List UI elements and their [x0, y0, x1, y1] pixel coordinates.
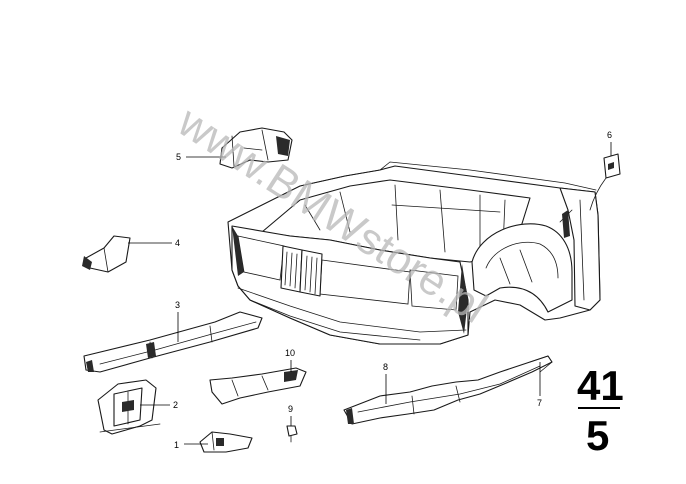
callout-10: 10 [285, 348, 295, 358]
leader-lines [128, 142, 612, 445]
callout-9: 9 [288, 404, 293, 414]
part-10-support-plate [209, 367, 307, 405]
callout-4: 4 [175, 238, 180, 248]
part-9-bolt [286, 425, 298, 443]
callout-7: 7 [537, 398, 542, 408]
group-number: 41 5 [577, 362, 624, 459]
part-7-side-member [529, 355, 553, 373]
part-1-small-bracket [199, 431, 253, 453]
callout-2: 2 [173, 400, 178, 410]
front-body-shell [227, 161, 601, 345]
callout-1: 1 [174, 440, 179, 450]
callout-labels: 1 2 3 4 5 6 7 8 9 10 [173, 130, 612, 450]
part-8-side-member-reinforcement [343, 355, 553, 425]
part-5-upper-bracket [219, 127, 293, 169]
group-main-number: 41 [577, 362, 624, 409]
callout-5: 5 [176, 152, 181, 162]
part-4-angle-bracket [82, 235, 131, 273]
part-3-cross-member [83, 311, 263, 373]
callout-6: 6 [607, 130, 612, 140]
group-sub-number: 5 [586, 412, 609, 459]
callout-8: 8 [383, 362, 388, 372]
part-6-small-panel [589, 153, 621, 211]
callout-3: 3 [175, 300, 180, 310]
part-2-mounting-bracket [97, 379, 161, 435]
